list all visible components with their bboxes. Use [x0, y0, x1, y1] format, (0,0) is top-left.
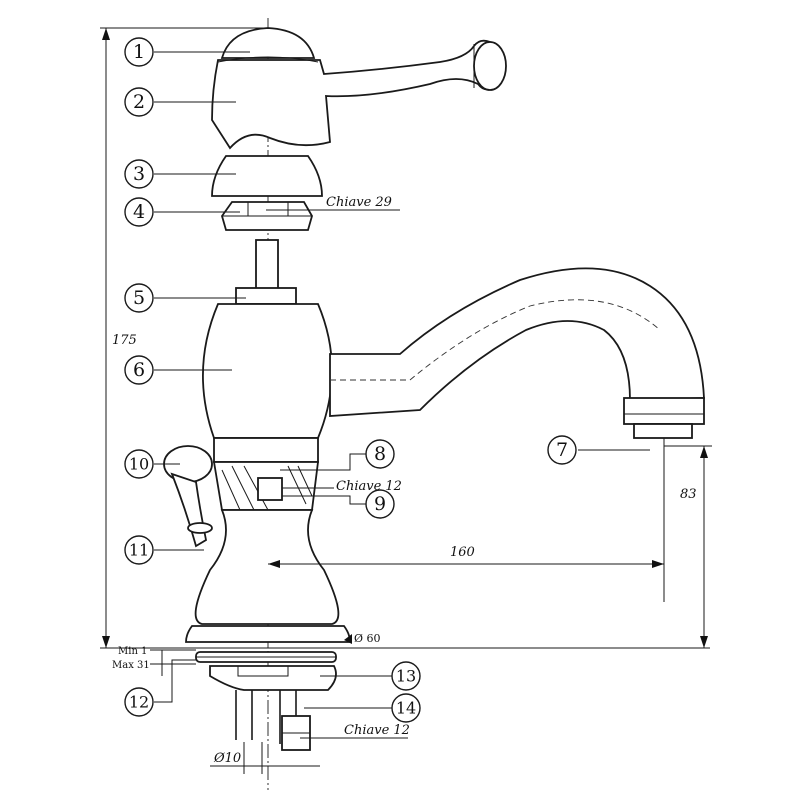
callout-7-number: 7	[556, 439, 568, 461]
callout-9-number: 9	[374, 493, 386, 515]
callout-2-circle	[124, 87, 154, 117]
part-13-clamp	[209, 665, 337, 691]
callout-11: 11	[124, 535, 154, 565]
dim-spout-height-label: 83	[680, 487, 697, 502]
leader-9	[282, 495, 366, 505]
dim-reach-arrow-left	[268, 560, 280, 568]
part-3-cover	[211, 155, 323, 197]
callout-4-number: 4	[133, 201, 145, 223]
lever-knob	[473, 41, 507, 91]
body-thread-collar	[213, 437, 319, 463]
callout-13-number: 13	[396, 667, 416, 686]
dim-reach-arrow-right	[652, 560, 664, 568]
dim-base-diameter-label: Ø 60	[354, 632, 381, 645]
callout-12: 12	[124, 687, 154, 717]
leader-12	[154, 659, 196, 703]
callout-6: 6	[124, 355, 154, 385]
callout-9-circle	[365, 489, 395, 519]
part-9-valve	[257, 477, 283, 501]
callout-2: 2	[124, 87, 154, 117]
dim-base-arrow	[344, 634, 352, 644]
callout-5-number: 5	[133, 287, 145, 309]
diverter-ring	[187, 522, 213, 534]
callout-1-number: 1	[133, 41, 145, 63]
callout-6-circle	[124, 355, 154, 385]
callout-3-circle	[124, 159, 154, 189]
callout-12-number: 12	[129, 693, 149, 712]
callout-5-circle	[124, 283, 154, 313]
flex-pipe-left	[235, 690, 253, 740]
callout-4: 4	[124, 197, 154, 227]
callout-7: 7	[547, 435, 577, 465]
dim-height-label: 175	[112, 333, 137, 348]
part-6-body	[202, 303, 333, 439]
leader-8	[280, 453, 366, 471]
callout-1-circle	[124, 37, 154, 67]
callout-3-number: 3	[133, 163, 145, 185]
key-12-bottom-note: Chiave 12	[344, 723, 410, 738]
dim-reach-label: 160	[450, 545, 475, 560]
aerator-ring	[623, 397, 705, 425]
callout-6-number: 6	[133, 359, 145, 381]
callout-14: 14	[391, 693, 421, 723]
callout-8: 8	[365, 439, 395, 469]
callout-11-number: 11	[129, 541, 149, 560]
dim-spout-arrow-bottom	[700, 636, 708, 648]
callout-3: 3	[124, 159, 154, 189]
base-plate	[185, 625, 351, 643]
callout-10: 10	[124, 449, 154, 479]
callout-14-number: 14	[396, 699, 416, 718]
callout-4-circle	[124, 197, 154, 227]
dim-deck-max-label: Max 31	[112, 660, 150, 671]
part-2-lever-handle	[211, 39, 493, 150]
key-29-note: Chiave 29	[326, 195, 392, 210]
callout-13: 13	[391, 661, 421, 691]
spout	[329, 267, 705, 417]
callout-10-circle	[124, 449, 154, 479]
callout-11-circle	[124, 535, 154, 565]
spout-inner-line	[330, 299, 661, 381]
hatch-1	[221, 465, 313, 511]
callout-7-circle	[547, 435, 577, 465]
dim-arrow-bottom	[102, 636, 110, 648]
callout-9: 9	[365, 489, 395, 519]
callout-2-number: 2	[133, 91, 145, 113]
dim-spout-arrow-top	[700, 446, 708, 458]
callout-1: 1	[124, 37, 154, 67]
aerator-tip	[633, 423, 693, 439]
dim-arrow-top	[102, 28, 110, 40]
callout-14-circle	[391, 693, 421, 723]
part-5-stem	[255, 239, 279, 291]
callout-5: 5	[124, 283, 154, 313]
callout-10-number: 10	[129, 455, 149, 474]
callout-12-circle	[124, 687, 154, 717]
key-12-body-note: Chiave 12	[336, 479, 402, 494]
part-11-diverter-stem	[170, 472, 208, 548]
clamp-hole	[237, 665, 289, 677]
part-1-cap	[220, 27, 316, 59]
body-lower	[194, 509, 340, 625]
callout-8-number: 8	[374, 443, 386, 465]
dim-deck-min-label: Min 1	[118, 646, 147, 657]
dim-pipe-diameter-label: Ø10	[213, 751, 241, 766]
lever-ring	[217, 56, 319, 63]
part-5-stem-base	[235, 287, 297, 305]
callout-13-circle	[391, 661, 421, 691]
callout-8-circle	[365, 439, 395, 469]
